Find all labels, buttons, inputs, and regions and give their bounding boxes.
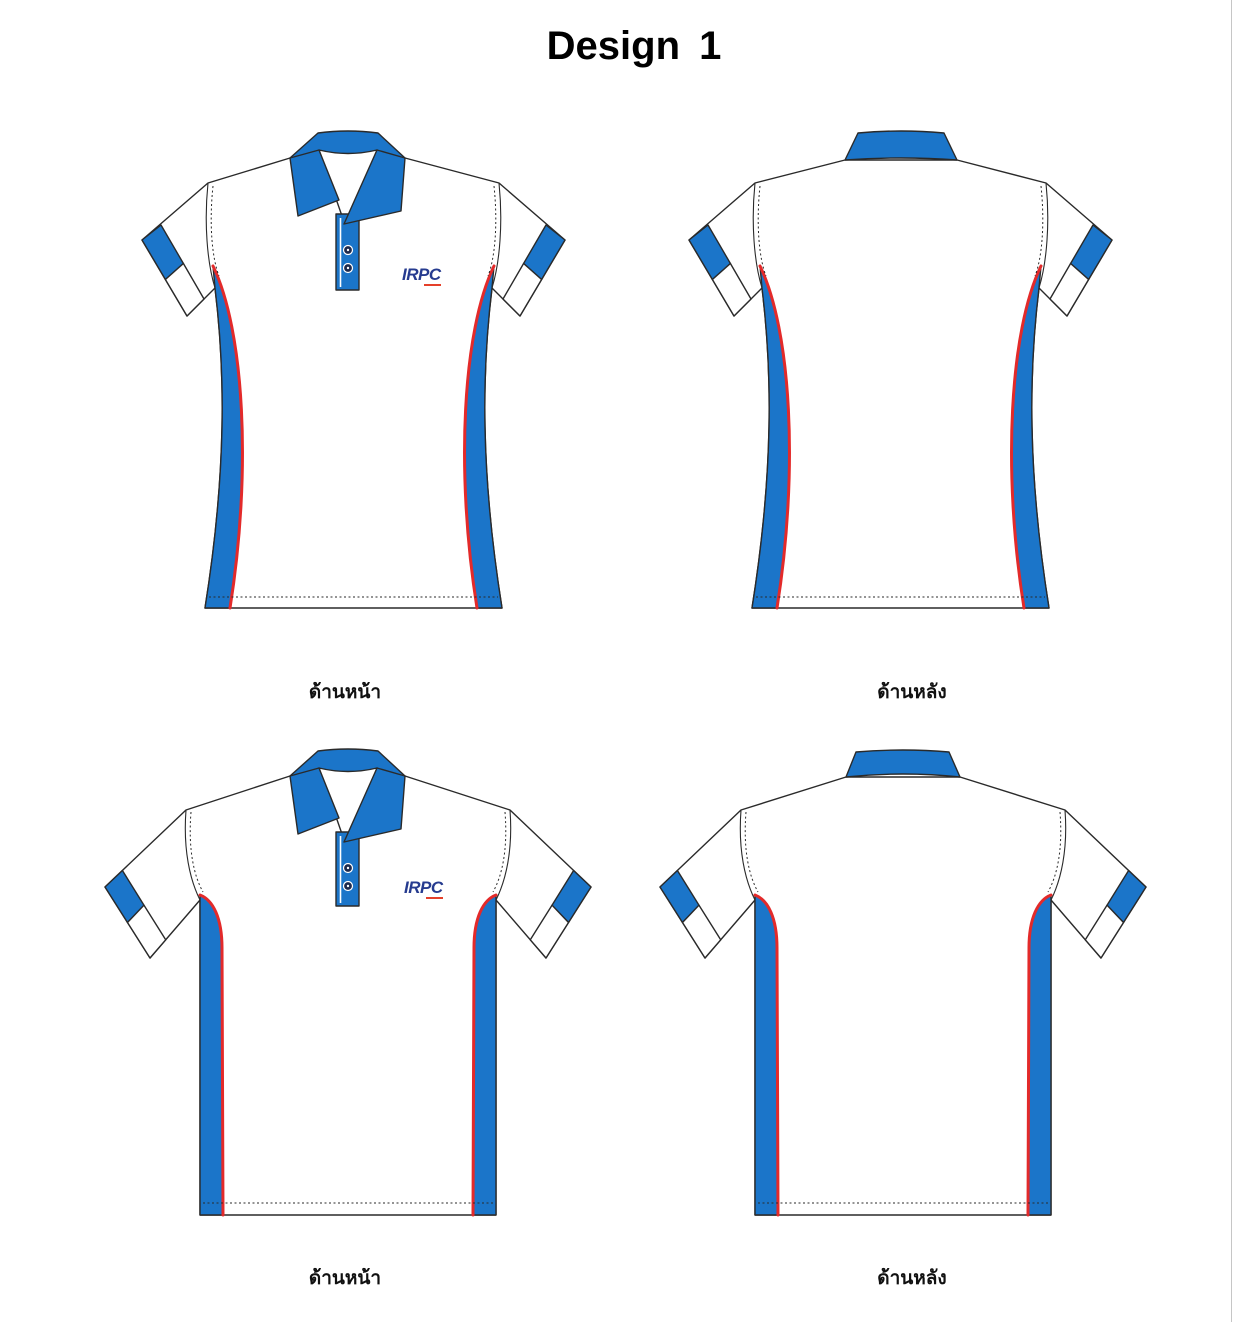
button-hole [346,266,350,270]
right-armhole-seam [1050,809,1067,901]
right-armhole-stitch [1047,811,1062,893]
left-armhole-seam [184,809,201,901]
left-armhole-seam [739,809,756,901]
irpc-logo: IRPC [402,265,442,284]
left-cuff-white [681,904,722,959]
right-red-piping [1010,264,1043,610]
right-side-panel [472,894,497,1216]
right-cuff-white [1049,262,1090,317]
right-cuff-white [529,904,570,959]
shirt-body [659,776,1147,1216]
left-armhole-seam [205,182,216,289]
right-armhole-seam [495,809,512,901]
shirt-front-row1: IRPC [141,130,566,610]
left-cuff-white [164,262,205,317]
right-red-piping [471,893,498,1217]
left-side-panel [754,894,779,1216]
right-side-panel [1027,894,1052,1216]
right-red-piping [1026,893,1053,1217]
irpc-logo: IRPC [404,878,444,897]
page-edge-line [1231,0,1232,1322]
button-hole [346,866,350,870]
left-collar-wing [289,767,340,835]
left-red-piping [198,893,225,1217]
right-armhole-seam [1038,182,1049,289]
front-view-label: ด้านหน้า [308,1267,382,1289]
right-collar-wing [343,767,406,843]
left-cuff-white [711,262,752,317]
button-hole [346,248,350,252]
left-red-piping [211,264,244,610]
shirt-back-row1 [688,130,1113,610]
left-cuff-white [126,904,167,959]
left-armhole-seam [752,182,763,289]
left-side-panel [199,894,224,1216]
right-armhole-stitch [492,811,507,893]
back-collar [844,130,958,161]
front-view-label: ด้านหน้า [308,681,382,703]
back-collar [845,749,961,778]
back-view-label: ด้านหลัง [877,1267,947,1289]
left-collar-wing [289,149,340,217]
right-cuff-white [1084,904,1125,959]
left-armhole-stitch [189,811,204,893]
page-title: Design 1 [546,24,722,68]
right-collar-wing [343,149,406,225]
left-armhole-stitch [744,811,759,893]
shirt-body [688,159,1113,609]
front-collar-placket: IRPC [289,748,444,907]
right-armhole-seam [491,182,502,289]
front-collar-placket: IRPC [289,130,442,291]
shirt-back-row2 [659,749,1147,1217]
back-view-label: ด้านหลัง [877,681,947,703]
left-red-piping [753,893,780,1217]
shirt-front-row2: IRPC [104,748,592,1217]
right-red-piping [463,264,496,610]
button-hole [346,884,350,888]
left-red-piping [758,264,791,610]
right-cuff-white [502,262,543,317]
